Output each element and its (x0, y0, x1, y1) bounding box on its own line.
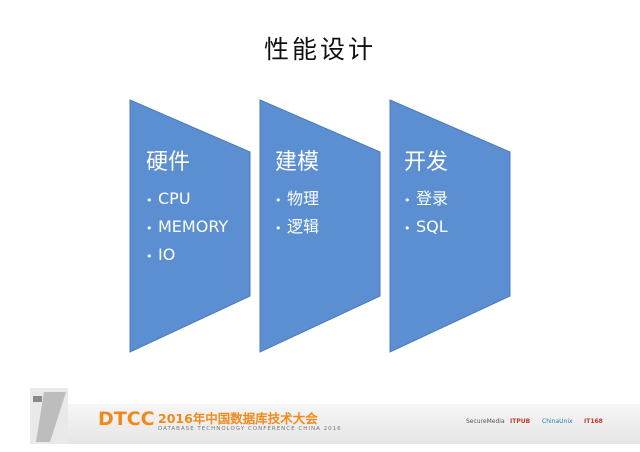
slide-footer: DTCC 2016年中国数据库技术大会 DATABASE TECHNOLOGY … (0, 380, 640, 452)
list-item: •登录 (404, 186, 448, 214)
stage-bullet-list: •CPU •MEMORY •IO (146, 186, 228, 270)
stage-shape-development (389, 99, 511, 353)
stage-heading: 建模 (275, 150, 320, 175)
slide-title: 性能设计 (263, 35, 376, 64)
sponsor-logo-itpub: ITPUB (510, 418, 531, 425)
conference-badge-icon (30, 388, 68, 444)
stage-bullet-list: •登录 •SQL (404, 186, 448, 242)
bullet-icon: • (275, 222, 282, 235)
list-item: •SQL (404, 214, 448, 242)
conference-name: 2016年中国数据库技术大会 (158, 411, 318, 426)
sponsor-logo-securemedia: SecureMedia (466, 418, 505, 425)
footer-band (46, 404, 640, 444)
stage-development: 开发 •登录 •SQL (404, 150, 448, 242)
stage-shape-modeling (259, 99, 381, 353)
bullet-icon: • (146, 222, 153, 235)
sponsor-logo-it168: IT168 (584, 418, 603, 425)
stage-heading: 硬件 (146, 150, 191, 175)
stage-modeling: 建模 •物理 •逻辑 (275, 150, 319, 242)
conference-subtitle: DATABASE TECHNOLOGY CONFERENCE CHINA 201… (158, 426, 342, 432)
bullet-icon: • (275, 194, 282, 207)
dtcc-logo: DTCC (98, 408, 155, 430)
bullet-icon: • (146, 194, 153, 207)
bullet-icon: • (404, 222, 411, 235)
sponsor-logo-chinaunix: ChinaUnix (542, 418, 573, 425)
stage-hardware: 硬件 •CPU •MEMORY •IO (146, 150, 228, 270)
list-item: •IO (146, 242, 228, 270)
bullet-icon: • (404, 194, 411, 207)
list-item: •物理 (275, 186, 319, 214)
stage-shape-hardware (129, 99, 251, 353)
list-item: •逻辑 (275, 214, 319, 242)
stage-bullet-list: •物理 •逻辑 (275, 186, 319, 242)
list-item: •MEMORY (146, 214, 228, 242)
list-item: •CPU (146, 186, 228, 214)
stage-heading: 开发 (404, 150, 449, 175)
bullet-icon: • (146, 250, 153, 263)
